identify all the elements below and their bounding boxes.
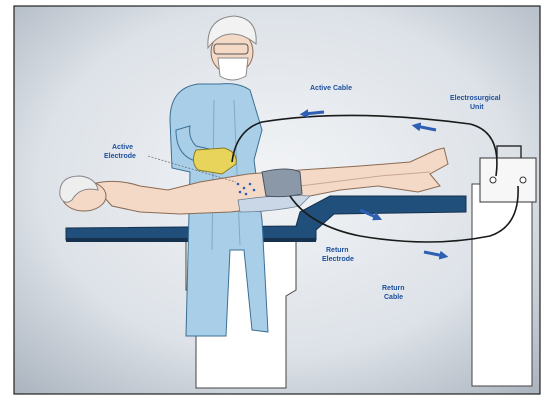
label-active-electrode-line2: Electrode (104, 153, 136, 160)
surgeon-mask (218, 58, 248, 80)
label-active-cable: Active Cable (310, 85, 352, 92)
return-electrode-pad (262, 169, 302, 197)
arrow-active-left (304, 112, 324, 114)
label-return-cable-line2: Cable (384, 294, 403, 301)
label-return-electrode-line2: Electrode (322, 256, 354, 263)
label-esu-line2: Unit (470, 104, 484, 111)
esu-cart (472, 184, 532, 386)
label-return-cable-line1: Return (382, 285, 405, 292)
esu-unit (480, 158, 536, 202)
label-esu-line1: Electrosurgical (450, 95, 501, 102)
label-return-electrode-line1: Return (326, 247, 349, 254)
label-active-electrode-line1: Active (112, 144, 133, 151)
